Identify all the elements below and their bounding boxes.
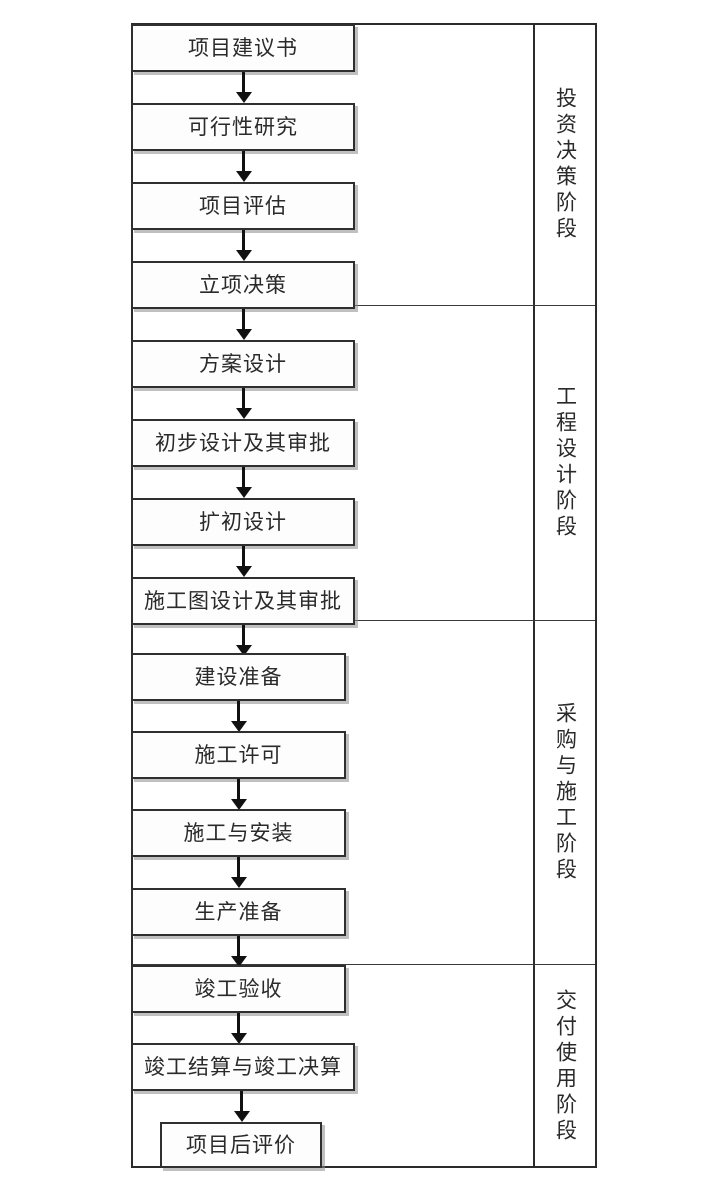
phase-label: 工程设计阶段 xyxy=(553,385,578,541)
node-completion-acceptance[interactable]: 竣工验收 xyxy=(131,965,346,1013)
flow-arrow-3 xyxy=(242,230,245,252)
flow-arrow-7 xyxy=(242,546,245,568)
node-label: 竣工验收 xyxy=(194,976,283,1001)
flow-arrow-4 xyxy=(242,309,245,331)
node-label: 生产准备 xyxy=(194,899,283,924)
node-project-proposal[interactable]: 项目建议书 xyxy=(131,24,355,72)
node-construction-and-installation[interactable]: 施工与安装 xyxy=(131,809,346,857)
node-preliminary-design-approval[interactable]: 初步设计及其审批 xyxy=(131,419,355,467)
phase-column-divider xyxy=(533,23,535,1168)
node-construction-drawing-design-approval[interactable]: 施工图设计及其审批 xyxy=(131,577,355,625)
flow-arrow-2 xyxy=(242,151,245,173)
phase-cell-investment-decision[interactable]: 投资决策阶段 xyxy=(535,25,595,305)
node-project-appraisal[interactable]: 项目评估 xyxy=(131,182,355,230)
node-feasibility-study[interactable]: 可行性研究 xyxy=(131,103,355,151)
flow-arrow-9 xyxy=(237,701,240,723)
phase-label: 投资决策阶段 xyxy=(553,87,578,243)
node-label: 项目评估 xyxy=(199,193,287,218)
node-project-approval-decision[interactable]: 立项决策 xyxy=(131,261,355,309)
node-production-preparation[interactable]: 生产准备 xyxy=(131,888,346,936)
node-label: 项目后评价 xyxy=(186,1132,296,1157)
flow-arrow-14 xyxy=(240,1091,243,1113)
phase-label: 交付使用阶段 xyxy=(553,988,578,1145)
flow-arrow-13 xyxy=(237,1013,240,1035)
node-label: 初步设计及其审批 xyxy=(155,430,331,455)
node-label: 施工图设计及其审批 xyxy=(144,588,342,613)
node-label: 施工与安装 xyxy=(183,820,294,845)
node-label: 项目建议书 xyxy=(188,35,298,60)
flow-arrow-1 xyxy=(242,72,245,94)
node-final-settlement-and-final-accounts[interactable]: 竣工结算与竣工决算 xyxy=(131,1043,355,1091)
flow-arrow-10 xyxy=(237,779,240,801)
phase-divider-3 xyxy=(133,964,595,965)
node-construction-permit[interactable]: 施工许可 xyxy=(131,731,346,779)
node-label: 可行性研究 xyxy=(188,114,298,139)
phase-cell-engineering-design[interactable]: 工程设计阶段 xyxy=(535,306,595,620)
node-label: 施工许可 xyxy=(194,742,283,767)
phase-divider-2 xyxy=(133,620,595,621)
node-label: 立项决策 xyxy=(199,272,287,297)
flow-arrow-5 xyxy=(242,388,245,410)
node-construction-preparation[interactable]: 建设准备 xyxy=(131,653,346,701)
node-label: 竣工结算与竣工决算 xyxy=(144,1054,342,1079)
flow-arrow-6 xyxy=(242,467,245,489)
node-label: 扩初设计 xyxy=(199,509,287,534)
node-post-project-evaluation[interactable]: 项目后评价 xyxy=(160,1122,322,1168)
flow-arrow-11 xyxy=(237,857,240,879)
flow-arrow-12 xyxy=(237,936,240,958)
node-label: 方案设计 xyxy=(199,351,287,376)
phase-divider-1 xyxy=(133,305,595,306)
node-label: 建设准备 xyxy=(194,664,283,689)
phase-label: 采购与施工阶段 xyxy=(553,701,578,884)
phase-cell-delivery-and-use[interactable]: 交付使用阶段 xyxy=(535,965,595,1168)
flow-arrow-8 xyxy=(242,625,245,647)
node-extended-preliminary-design[interactable]: 扩初设计 xyxy=(131,498,355,546)
node-scheme-design[interactable]: 方案设计 xyxy=(131,340,355,388)
phase-cell-procurement-construction[interactable]: 采购与施工阶段 xyxy=(535,621,595,964)
